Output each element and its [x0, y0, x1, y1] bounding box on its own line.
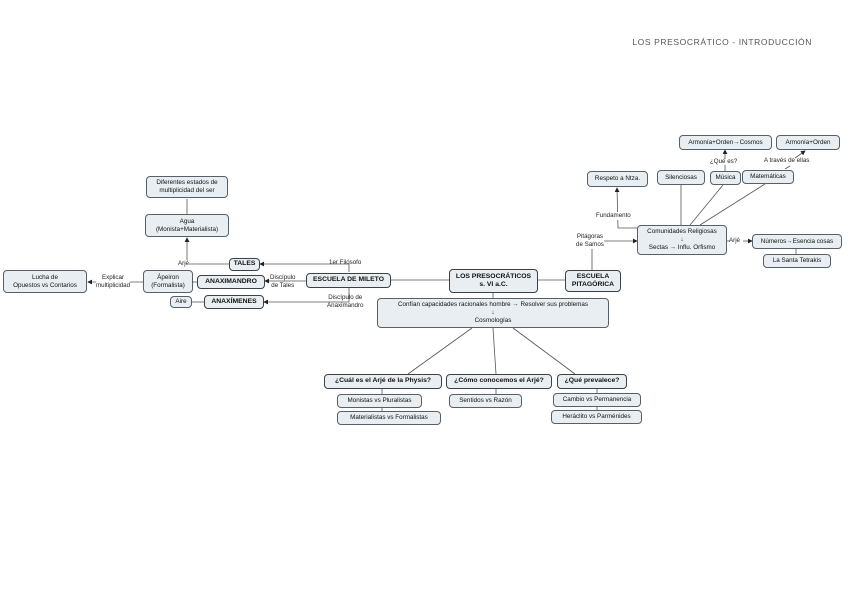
node-cambio-permanencia[interactable]: Cambio vs Permanencia	[553, 393, 641, 407]
node-armonia-cosmos[interactable]: Armonía+Orden→Cosmos	[679, 135, 772, 150]
label-que-es: ¿Qué es?	[710, 158, 738, 165]
node-apeiron[interactable]: Ápeiron (Formalista)	[143, 270, 193, 293]
node-lucha-opuestos[interactable]: Lucha de Opuestos vs Contarios	[3, 270, 87, 293]
node-anaximandro[interactable]: ANAXIMANDRO	[197, 275, 265, 289]
node-comunidades-religiosas[interactable]: Comunidades Religiosas ↓ Sectas → Influ.…	[637, 225, 727, 255]
node-numeros-esencia[interactable]: Números→Esencia cosas	[752, 234, 842, 249]
label-arje-tales: Arjé	[178, 260, 190, 268]
label-explicar: Explicar multiplicidad	[96, 274, 131, 290]
label-primer-filosofo: 1er Filósofo	[329, 259, 362, 266]
node-respeto-naturaleza[interactable]: Respeto a Ntza.	[587, 171, 648, 187]
node-heraclito-parmenides[interactable]: Heráclito vs Parménides	[551, 410, 642, 424]
node-aire[interactable]: Aire	[170, 296, 192, 308]
node-question-arje-physis[interactable]: ¿Cuál es el Arjé de la Physis?	[324, 374, 442, 389]
node-sentidos-razon[interactable]: Sentidos vs Razón	[449, 394, 522, 408]
node-santa-tetrakis[interactable]: La Santa Tetrakis	[763, 254, 831, 268]
node-confian-capacidades[interactable]: Confían capacidades racionales hombre → …	[377, 298, 609, 328]
node-materialistas-formalistas[interactable]: Materialistas vs Formalistas	[337, 411, 441, 425]
node-anaximenes[interactable]: ANAXÍMENES	[204, 295, 264, 309]
node-question-que-prevalece[interactable]: ¿Qué prevalece?	[557, 374, 627, 389]
node-monistas-pluralistas[interactable]: Monistas vs Pluralistas	[337, 394, 422, 408]
label-arje-pit: Arjé	[729, 237, 741, 244]
label-traves: A través de ellas	[764, 157, 810, 164]
label-discipulo-tales: Discípulo de Tales	[270, 274, 296, 289]
label-pitagoras-samos: Pitágoras de Samos	[576, 233, 604, 249]
node-tales[interactable]: TALES	[229, 258, 260, 271]
label-fundamento: Fundamento	[596, 212, 631, 220]
node-los-presocraticos[interactable]: LOS PRESOCRÁTICOS s. VI a.C.	[449, 269, 538, 293]
node-question-como-conocemos[interactable]: ¿Cómo conocemos el Arjé?	[446, 374, 552, 389]
node-musica[interactable]: Música	[710, 171, 741, 185]
node-matematicas[interactable]: Matemáticas	[742, 170, 794, 184]
label-discipulo-anaximandro: Discípulo de Anaximandro	[327, 294, 364, 309]
node-agua[interactable]: Agua (Monista+Materialista)	[145, 214, 229, 237]
node-silenciosas[interactable]: Silenciosas	[657, 170, 705, 185]
node-armonia-orden[interactable]: Armonía+Orden	[776, 135, 840, 150]
node-estados-multiplicidad[interactable]: Diferentes estados de multiplicidad del …	[146, 176, 228, 198]
node-escuela-mileto[interactable]: ESCUELA DE MILETO	[306, 273, 391, 288]
node-escuela-pitagorica[interactable]: ESCUELA PITAGÓRICA	[565, 270, 621, 292]
page-title: LOS PRESOCRÁTICO - INTRODUCCIÓN	[632, 37, 812, 47]
